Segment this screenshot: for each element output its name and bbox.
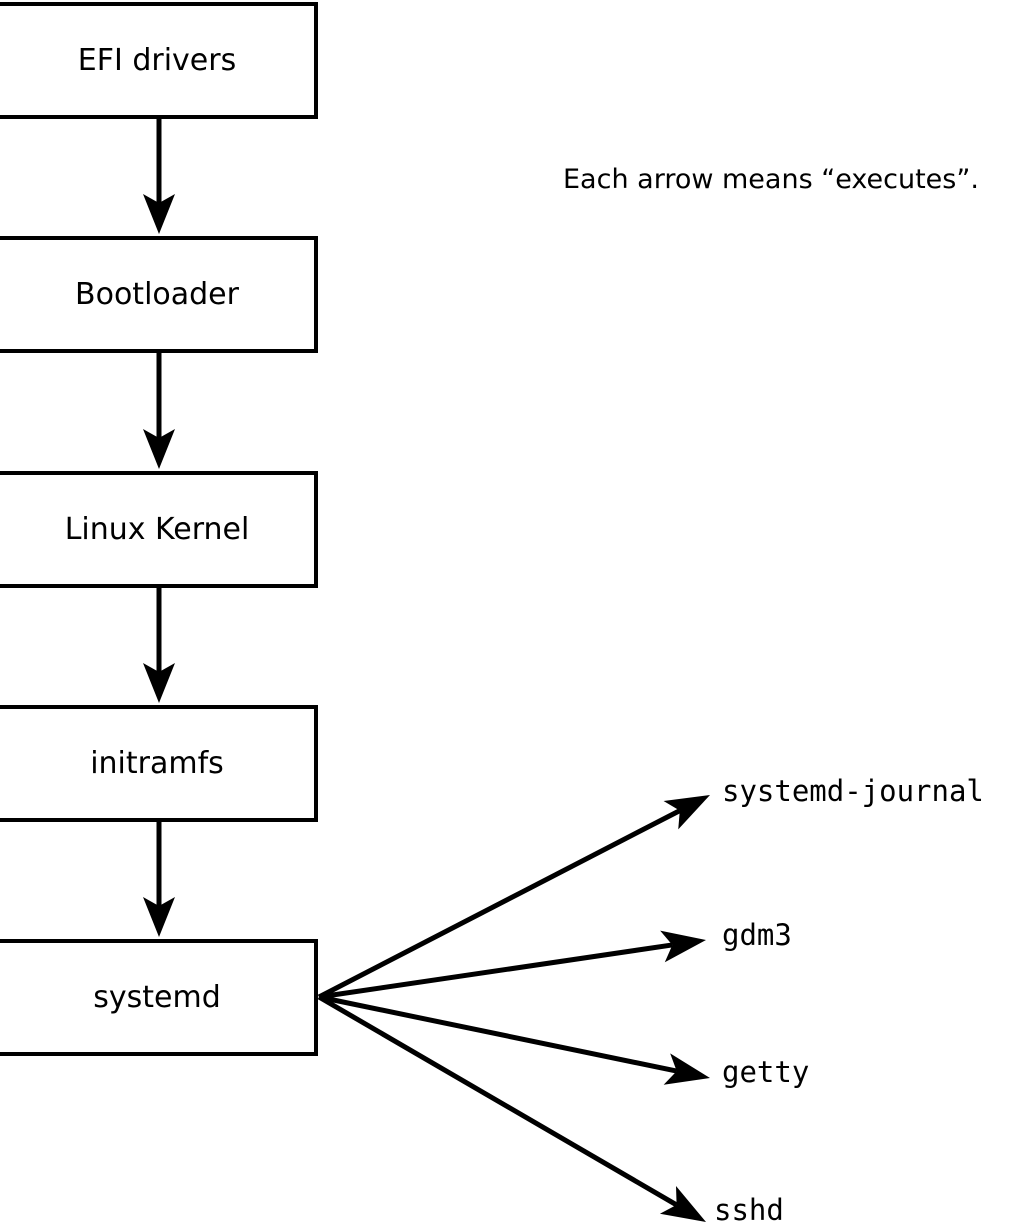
arrow-systemd-to-sshd-shaft — [317, 994, 678, 1208]
service-label-systemd-journal: systemd-journal — [722, 774, 984, 808]
arrow-bootloader-to-linux-kernel-head — [143, 429, 175, 469]
arrow-systemd-to-getty-head — [663, 1053, 710, 1085]
arrow-systemd-to-getty-shaft — [318, 994, 678, 1074]
arrow-systemd-to-gdm3-head — [660, 930, 706, 963]
arrow-initramfs-to-systemd-head — [143, 897, 175, 937]
process-box-label: EFI drivers — [77, 42, 237, 78]
diagram-caption: Each arrow means “executes”. — [563, 164, 979, 195]
process-box-label: Linux Kernel — [64, 511, 250, 547]
arrow-systemd-to-sshd-head — [659, 1186, 706, 1222]
arrow-systemd-to-systemd-journal-head — [663, 795, 710, 830]
arrow-linux-kernel-to-initramfs-head — [143, 663, 175, 703]
arrow-systemd-to-systemd-journal-shaft — [317, 808, 681, 1000]
process-box-systemd: systemd — [0, 939, 318, 1056]
process-box-label: Bootloader — [75, 276, 239, 312]
process-box-linux-kernel: Linux Kernel — [0, 471, 318, 588]
service-label-gdm3: gdm3 — [722, 918, 792, 952]
process-box-efi-drivers: EFI drivers — [0, 2, 318, 119]
fanout-arrow-group — [317, 795, 710, 1222]
service-label-getty: getty — [722, 1055, 810, 1089]
process-box-initramfs: initramfs — [0, 705, 318, 822]
process-box-label: systemd — [93, 979, 221, 1015]
arrow-efi-drivers-to-bootloader-head — [143, 194, 175, 234]
service-label-sshd: sshd — [714, 1193, 784, 1227]
arrow-systemd-to-gdm3-shaft — [318, 942, 673, 1000]
chain-arrow-group — [143, 119, 175, 937]
process-box-bootloader: Bootloader — [0, 236, 318, 353]
process-box-label: initramfs — [90, 745, 224, 781]
